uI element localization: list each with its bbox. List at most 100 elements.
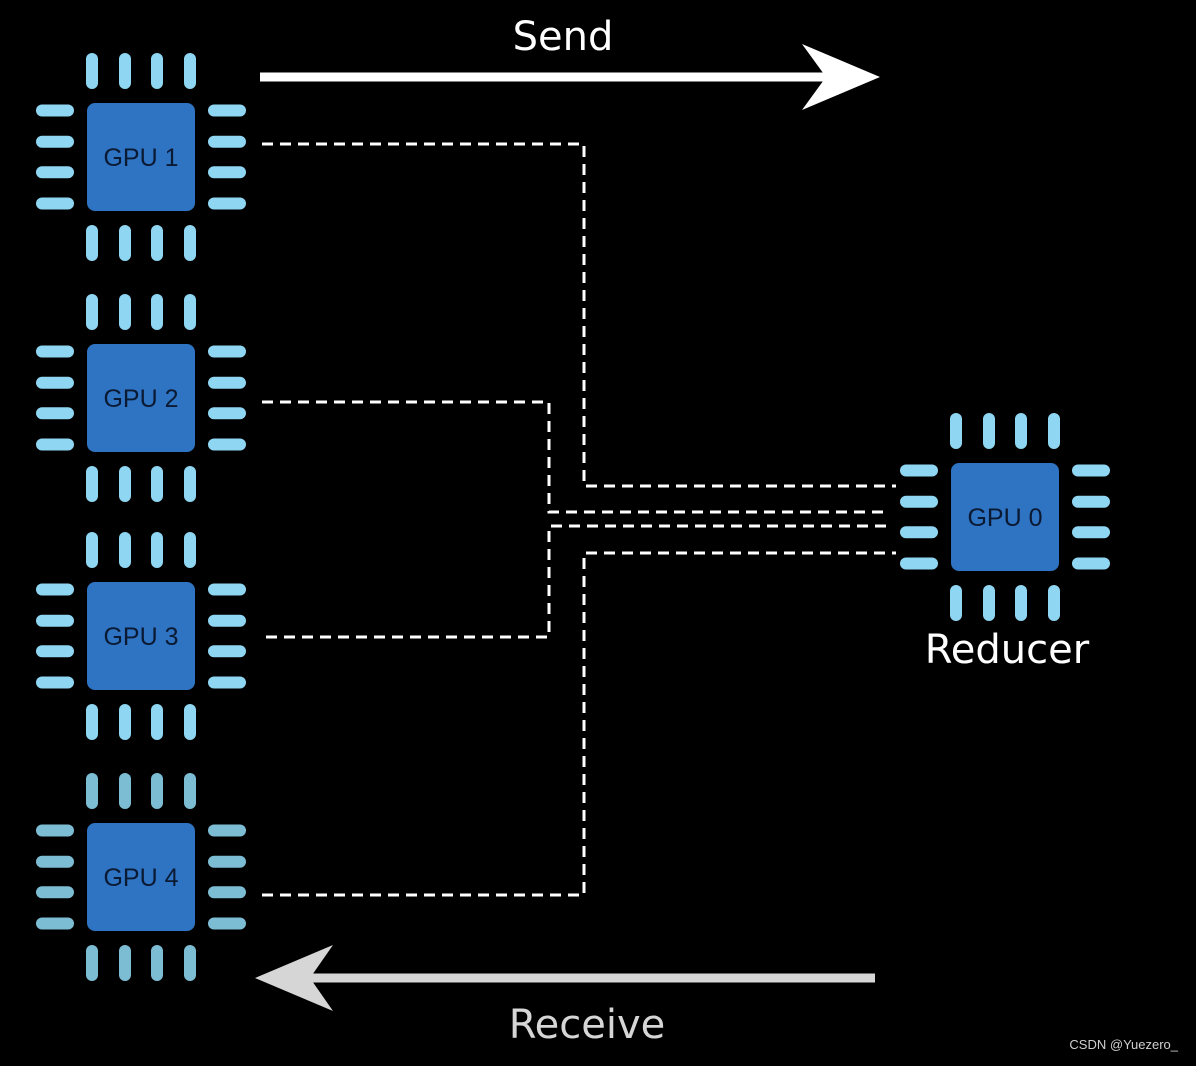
chip-pin-bottom bbox=[151, 945, 163, 981]
gpu-4-chip: GPU 4 bbox=[36, 773, 246, 981]
chip-pin-top bbox=[1015, 413, 1027, 449]
chip-pin-right bbox=[208, 345, 246, 358]
chip-pin-right bbox=[208, 104, 246, 117]
chip-pin-top bbox=[151, 294, 163, 330]
watermark: CSDN @Yuezero_ bbox=[1069, 1037, 1178, 1052]
chip-pin-bottom bbox=[184, 225, 196, 261]
chip-pin-bottom bbox=[184, 704, 196, 740]
chip-pin-bottom bbox=[119, 704, 131, 740]
chip-pin-top bbox=[184, 53, 196, 89]
chip-pin-bottom bbox=[86, 945, 98, 981]
chip-pin-right bbox=[208, 676, 246, 689]
gpu-0-reducer-chip: GPU 0 bbox=[900, 413, 1110, 621]
chip-pin-bottom bbox=[86, 704, 98, 740]
gpu-2-chip: GPU 2 bbox=[36, 294, 246, 502]
chip-pin-bottom bbox=[86, 225, 98, 261]
chip-pin-bottom bbox=[119, 945, 131, 981]
chip-pin-left bbox=[900, 495, 938, 508]
chip-pin-right bbox=[1072, 557, 1110, 570]
chip-pin-right bbox=[208, 614, 246, 627]
chip-pin-top bbox=[151, 773, 163, 809]
chip-pin-top bbox=[119, 532, 131, 568]
link-gpu2-to-reducer bbox=[262, 400, 888, 514]
chip-pin-top bbox=[119, 53, 131, 89]
chip-pin-right bbox=[208, 886, 246, 899]
chip-pin-bottom bbox=[184, 466, 196, 502]
link-gpu4-to-reducer bbox=[262, 551, 896, 897]
chip-pin-left bbox=[36, 855, 74, 868]
chip-pin-left bbox=[36, 824, 74, 837]
receive-arrow bbox=[255, 945, 875, 1011]
chip-pin-right bbox=[1072, 495, 1110, 508]
chip-pin-left bbox=[36, 583, 74, 596]
chip-pin-top bbox=[86, 294, 98, 330]
gpu-1-chip: GPU 1 bbox=[36, 53, 246, 261]
link-gpu1-to-reducer bbox=[262, 142, 896, 488]
chip-pin-left bbox=[36, 886, 74, 899]
chip-body bbox=[87, 582, 195, 690]
chip-pin-right bbox=[1072, 464, 1110, 477]
chip-pin-bottom bbox=[950, 585, 962, 621]
chip-pins bbox=[900, 413, 1110, 621]
chip-pin-top bbox=[950, 413, 962, 449]
chip-pin-bottom bbox=[1048, 585, 1060, 621]
chip-pin-right bbox=[208, 197, 246, 210]
chip-pin-top bbox=[983, 413, 995, 449]
chip-pin-bottom bbox=[86, 466, 98, 502]
send-label: Send bbox=[513, 14, 614, 60]
chip-pin-left bbox=[900, 464, 938, 477]
chip-pins bbox=[36, 532, 246, 740]
chip-pin-right bbox=[1072, 526, 1110, 539]
chip-pin-left bbox=[36, 645, 74, 658]
chip-pin-left bbox=[36, 407, 74, 420]
chip-pin-right bbox=[208, 135, 246, 148]
chip-pin-left bbox=[36, 614, 74, 627]
chip-pin-right bbox=[208, 583, 246, 596]
chip-pin-right bbox=[208, 917, 246, 930]
link-gpu3-to-reducer bbox=[266, 524, 888, 639]
chip-pin-left bbox=[36, 345, 74, 358]
chip-pin-left bbox=[36, 104, 74, 117]
chip-pin-top bbox=[184, 773, 196, 809]
chip-pin-left bbox=[900, 526, 938, 539]
receive-label: Receive bbox=[509, 1002, 666, 1048]
chip-pin-right bbox=[208, 376, 246, 389]
chip-pin-top bbox=[119, 294, 131, 330]
gpu-4-label: GPU 4 bbox=[103, 864, 178, 892]
chip-pin-top bbox=[86, 773, 98, 809]
chip-body bbox=[87, 344, 195, 452]
gpu-3-label: GPU 3 bbox=[103, 623, 178, 651]
gpu-3-chip: GPU 3 bbox=[36, 532, 246, 740]
chip-pin-right bbox=[208, 855, 246, 868]
chip-body bbox=[951, 463, 1059, 571]
chip-pin-top bbox=[151, 532, 163, 568]
chip-pin-right bbox=[208, 166, 246, 179]
chip-pin-bottom bbox=[151, 704, 163, 740]
chip-pin-bottom bbox=[119, 225, 131, 261]
chip-pin-left bbox=[36, 438, 74, 451]
chip-pin-bottom bbox=[1015, 585, 1027, 621]
reducer-label: Reducer bbox=[925, 627, 1090, 673]
chip-pin-bottom bbox=[983, 585, 995, 621]
chip-body bbox=[87, 103, 195, 211]
chip-pin-top bbox=[86, 53, 98, 89]
chip-pin-left bbox=[36, 917, 74, 930]
chip-pin-top bbox=[86, 532, 98, 568]
chip-pin-right bbox=[208, 645, 246, 658]
chip-pins bbox=[36, 53, 246, 261]
chip-pin-left bbox=[36, 197, 74, 210]
chip-pin-bottom bbox=[151, 225, 163, 261]
chip-pin-left bbox=[36, 166, 74, 179]
chip-pin-right bbox=[208, 438, 246, 451]
chip-pin-left bbox=[36, 135, 74, 148]
chip-pins bbox=[36, 773, 246, 981]
chip-pin-top bbox=[184, 532, 196, 568]
chip-pin-top bbox=[119, 773, 131, 809]
links bbox=[262, 142, 896, 897]
chip-pin-left bbox=[36, 376, 74, 389]
chip-pin-right bbox=[208, 407, 246, 420]
chip-pin-bottom bbox=[184, 945, 196, 981]
chip-pin-bottom bbox=[151, 466, 163, 502]
chip-pin-top bbox=[184, 294, 196, 330]
